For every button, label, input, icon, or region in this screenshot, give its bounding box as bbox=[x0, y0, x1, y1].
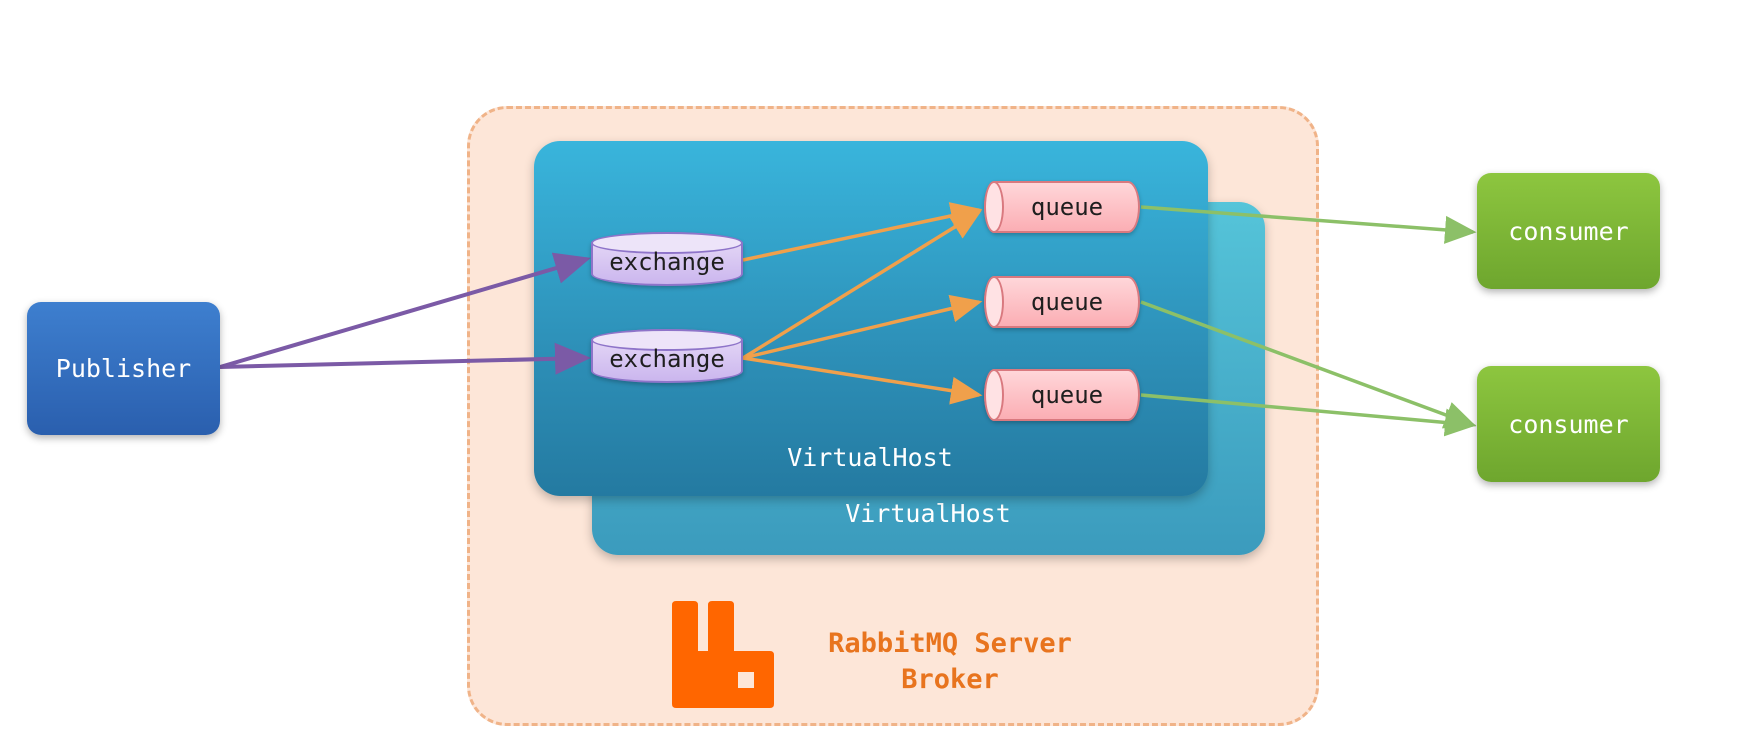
broker-title: RabbitMQ Server Broker bbox=[800, 626, 1100, 698]
queue-3: queue bbox=[984, 369, 1140, 421]
publisher-box: Publisher bbox=[27, 302, 220, 435]
arrow-exchange2-queue1 bbox=[742, 210, 982, 360]
consumer-2: consumer bbox=[1477, 366, 1660, 482]
queue-2: queue bbox=[984, 276, 1140, 328]
arrow-queue2-consumer2 bbox=[1140, 300, 1477, 429]
rabbitmq-logo-icon bbox=[672, 601, 774, 708]
arrow-publisher-exchange-2 bbox=[219, 342, 591, 375]
queue-2-label: queue bbox=[1030, 288, 1104, 316]
arrow-exchange2-queue3 bbox=[742, 356, 983, 405]
consumer-1-label: consumer bbox=[1508, 216, 1629, 246]
arrow-exchange2-queue2 bbox=[742, 294, 983, 360]
arrow-exchange1-queue1 bbox=[742, 202, 983, 262]
exchange-1: exchange bbox=[591, 232, 743, 286]
consumer-1: consumer bbox=[1477, 173, 1660, 289]
broker-subtitle: Broker bbox=[901, 664, 999, 695]
exchange-1-label: exchange bbox=[609, 248, 725, 276]
arrow-publisher-exchange-1 bbox=[219, 252, 591, 369]
virtualhost-back-label: VirtualHost bbox=[845, 499, 1011, 528]
publisher-label: Publisher bbox=[55, 354, 192, 383]
queue-1-label: queue bbox=[1030, 193, 1104, 221]
arrow-queue3-consumer2 bbox=[1140, 393, 1477, 437]
consumer-2-label: consumer bbox=[1508, 409, 1629, 439]
queue-1: queue bbox=[984, 181, 1140, 233]
queue-3-label: queue bbox=[1030, 381, 1104, 409]
exchange-2-label: exchange bbox=[609, 345, 725, 373]
arrow-queue1-consumer1 bbox=[1140, 205, 1477, 244]
virtualhost-front-label: VirtualHost bbox=[787, 443, 953, 472]
exchange-2: exchange bbox=[591, 329, 743, 383]
broker-title-line: RabbitMQ Server bbox=[828, 628, 1072, 659]
